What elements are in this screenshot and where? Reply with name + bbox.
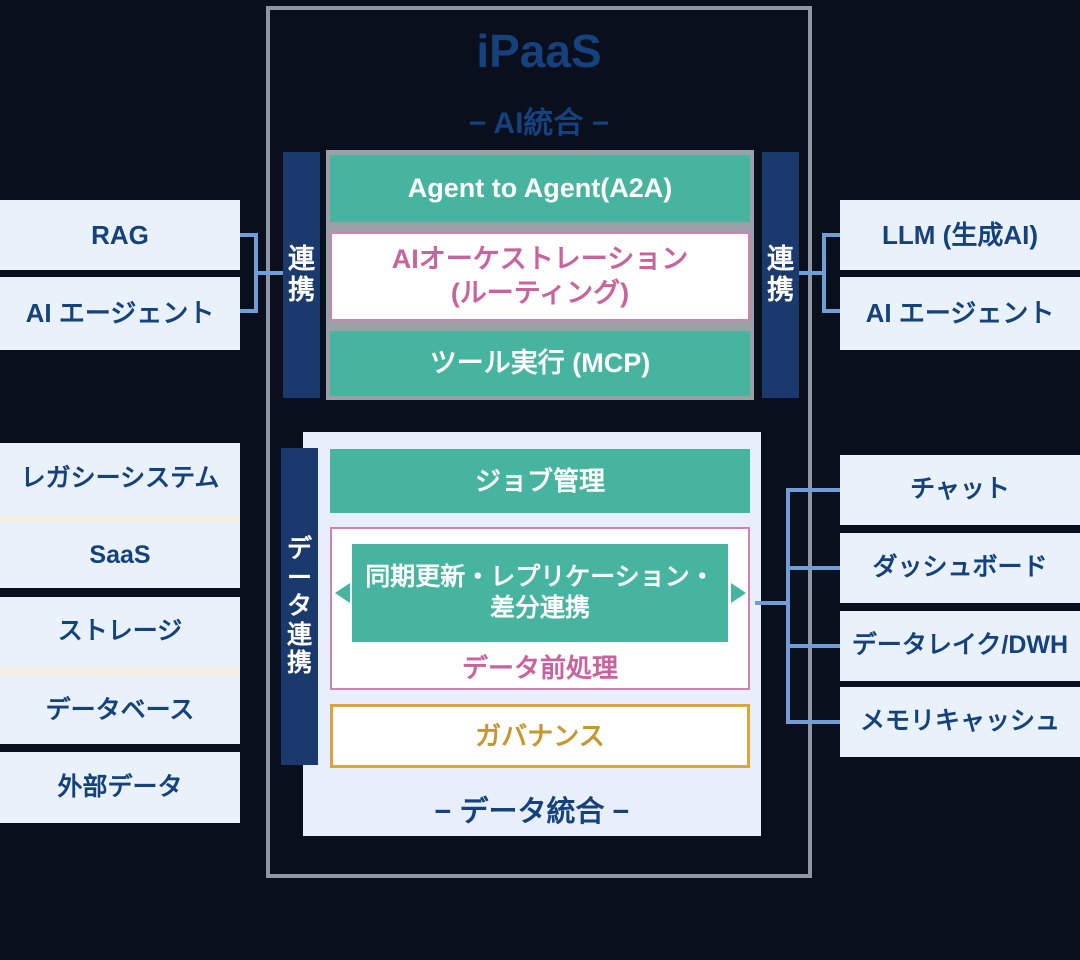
connector-stub-datalake <box>786 644 840 648</box>
box-ai-agent-right: AI エージェント <box>840 277 1080 350</box>
connector-right-mid <box>799 271 826 275</box>
data-link-bar: データ連携 <box>281 448 318 765</box>
box-ai-orchestration: AIオーケストレーション (ルーティング) <box>330 232 750 321</box>
box-agent-to-agent: Agent to Agent(A2A) <box>330 155 750 222</box>
box-rag: RAG <box>0 200 240 270</box>
box-chat: チャット <box>840 455 1080 525</box>
sync-line1: 同期更新・レプリケーション・ <box>365 562 715 591</box>
data-integration-label: − データ統合 − <box>434 796 630 828</box>
link-bar-left-label: 連携 <box>288 244 315 305</box>
connector-bottom-feed <box>755 601 790 605</box>
divider-left-2 <box>0 667 240 677</box>
box-governance: ガバナンス <box>330 704 750 768</box>
box-memory-cache: メモリキャッシュ <box>840 687 1080 757</box>
box-sync-replication: 同期更新・レプリケーション・ 差分連携 <box>352 544 728 642</box>
link-bar-right: 連携 <box>762 152 799 398</box>
arrow-left-icon <box>335 583 350 603</box>
box-ai-agent-left: AI エージェント <box>0 277 240 350</box>
connector-left-stub-agent <box>240 309 258 313</box>
box-saas: SaaS <box>0 523 240 588</box>
connector-stub-chat <box>786 488 840 492</box>
box-datalake-dwh: データレイク/DWH <box>840 611 1080 681</box>
connector-stub-dashboard <box>786 566 840 570</box>
box-llm: LLM (生成AI) <box>840 200 1080 270</box>
box-legacy-system: レガシーシステム <box>0 443 240 515</box>
ipaas-title: iPaaS <box>476 25 602 77</box>
box-external-data: 外部データ <box>0 752 240 823</box>
arrow-right-icon <box>731 583 746 603</box>
connector-left-stub-rag <box>240 233 258 237</box>
connector-right-stub-llm <box>822 233 840 237</box>
link-bar-left: 連携 <box>283 152 320 398</box>
box-database: データベース <box>0 677 240 744</box>
divider-left-1 <box>0 515 240 523</box>
box-tool-execution-mcp: ツール実行 (MCP) <box>330 331 750 396</box>
connector-bottom-vertical <box>786 488 790 724</box>
ai-orchestration-line2: (ルーティング) <box>450 277 630 308</box>
link-bar-right-label: 連携 <box>767 244 794 305</box>
connector-right-stub-agent <box>822 309 840 313</box>
ai-orchestration-line1: AIオーケストレーション <box>391 243 689 274</box>
label-data-preprocess: データ前処理 <box>461 652 618 683</box>
connector-stub-memcache <box>786 720 840 724</box>
data-link-bar-label: データ連携 <box>286 535 312 678</box>
box-job-management: ジョブ管理 <box>330 449 750 513</box>
box-dashboard: ダッシュボード <box>840 533 1080 603</box>
box-storage: ストレージ <box>0 597 240 667</box>
sync-line2: 差分連携 <box>489 594 590 622</box>
ipaas-frame <box>266 6 812 878</box>
connector-left-mid <box>254 271 283 275</box>
connector-right-vertical <box>822 233 826 313</box>
ai-integration-label: − AI統合 − <box>468 107 610 140</box>
